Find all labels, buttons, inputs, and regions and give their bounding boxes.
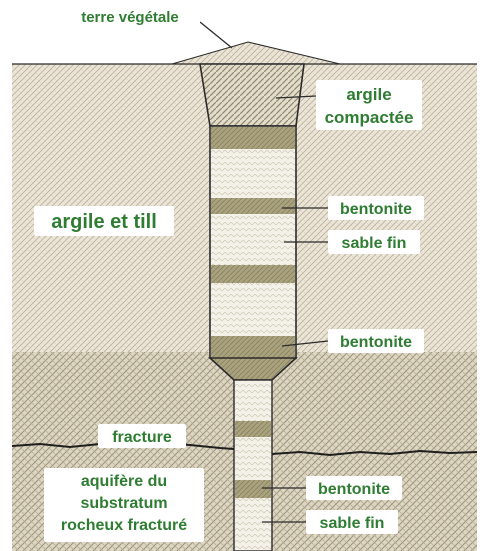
- aquifer-label-line2: substratum: [80, 495, 167, 512]
- aquifer-label-line1: aquifère du: [81, 473, 167, 490]
- fracture-label: fracture: [112, 429, 172, 446]
- clay-till-label: argile et till: [51, 211, 157, 233]
- topsoil-leader: [200, 22, 232, 48]
- bentonite-seal-base: [211, 336, 295, 358]
- bentonite-lower-label: bentonite: [318, 481, 390, 498]
- bentonite-seal-lower-b: [235, 480, 271, 498]
- bentonite-seal-upper: [211, 198, 295, 214]
- compacted-clay-label-line1: argile: [346, 85, 391, 104]
- bentonite-seal-lower-a: [235, 421, 271, 437]
- fine-sand-upper-label: sable fin: [342, 235, 407, 252]
- bentonite-seal-top: [211, 127, 295, 149]
- bentonite-middle-label: bentonite: [340, 334, 412, 351]
- compacted-clay-label-line2: compactée: [325, 108, 414, 127]
- topsoil-mound: [172, 42, 340, 64]
- bentonite-upper-label: bentonite: [340, 201, 412, 218]
- topsoil-label: terre végétale: [81, 9, 179, 26]
- bentonite-seal-middle: [211, 265, 295, 283]
- upper-borehole: [210, 126, 296, 358]
- fine-sand-lower-label: sable fin: [320, 515, 385, 532]
- lower-borehole: [234, 380, 272, 551]
- aquifer-label-line3: rocheux fracturé: [61, 517, 187, 534]
- compacted-clay-cap: [200, 64, 304, 126]
